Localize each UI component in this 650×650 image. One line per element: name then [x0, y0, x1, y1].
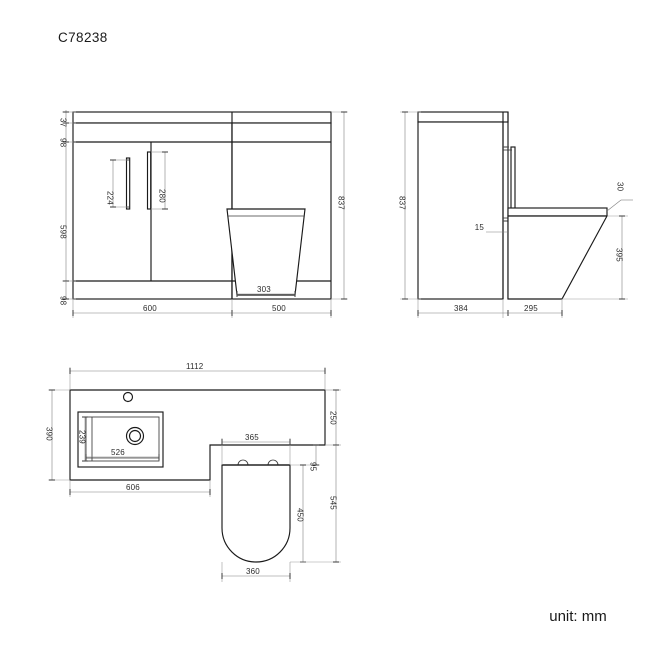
- page-title: C78238: [58, 30, 108, 45]
- dim-front-overall-height: 837: [337, 196, 346, 210]
- dim-plan-total-pan-depth: 545: [329, 496, 338, 510]
- dim-front-handle-left: 224: [106, 191, 115, 205]
- dim-front-toilet-module-width: 500: [272, 304, 286, 313]
- dim-front-drawer-band: 98: [59, 138, 68, 148]
- dim-plan-cistern-depth: 95: [309, 462, 318, 472]
- dim-front-plinth-height: 98: [59, 296, 68, 306]
- dim-plan-basin-width: 606: [126, 483, 140, 492]
- dim-plan-cistern-width: 365: [245, 433, 259, 442]
- dim-side-gap: 15: [475, 223, 485, 232]
- dim-side-overall-height: 837: [398, 196, 407, 210]
- dim-front-worktop-thickness: 37: [59, 118, 68, 128]
- dim-plan-rear-offset: 250: [329, 411, 338, 425]
- dim-side-pan-depth: 295: [524, 304, 538, 313]
- dim-side-pan-height: 395: [615, 248, 624, 262]
- dim-front-door-height: 598: [59, 225, 68, 239]
- dim-plan-pan-length: 450: [296, 508, 305, 522]
- dim-plan-pan-width: 360: [246, 567, 260, 576]
- dim-front-cabinet-width: 600: [143, 304, 157, 313]
- dim-plan-overall-width: 1112: [186, 362, 204, 371]
- dim-plan-bowl-inner-width: 526: [111, 448, 125, 457]
- dim-front-toilet-base-width: 303: [257, 285, 271, 294]
- dim-plan-basin-depth: 390: [45, 427, 54, 441]
- dim-front-handle-right: 280: [158, 189, 167, 203]
- dim-plan-bowl-inner-depth: 239: [78, 430, 87, 444]
- dim-side-seat-thickness: 30: [616, 182, 625, 192]
- dim-side-cabinet-depth: 384: [454, 304, 468, 313]
- unit-note: unit: mm: [549, 608, 607, 625]
